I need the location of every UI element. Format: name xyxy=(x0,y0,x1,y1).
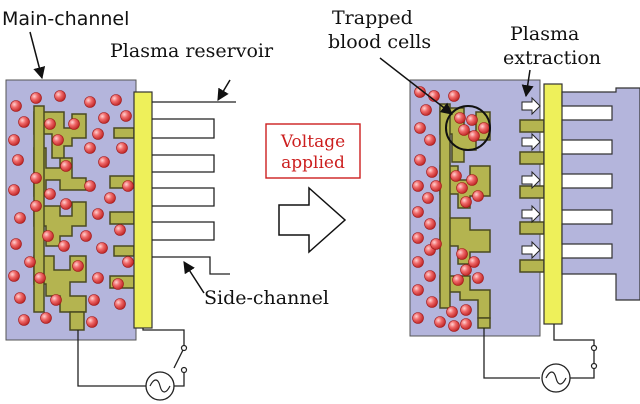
voltage-label-line1: Voltage xyxy=(280,132,345,152)
side-channel-label: Side-channel xyxy=(204,287,329,309)
electrode-bus-right xyxy=(543,83,563,325)
right-arrow-icon xyxy=(278,186,347,254)
plasma-flow-arrows xyxy=(521,96,541,260)
circuit-left xyxy=(77,328,185,387)
electrode-bus-left xyxy=(133,91,153,329)
trapped-label-line2: blood cells xyxy=(328,31,431,53)
main-channel-label: Main-channel xyxy=(2,8,129,30)
plasma-extraction-pointer xyxy=(521,69,534,98)
plasma-reservoir-right xyxy=(561,87,640,301)
electrode-right-teeth-applied xyxy=(519,119,545,273)
side-channel-pointer xyxy=(183,260,205,294)
blood-cells-left xyxy=(8,90,134,328)
left-panel: Main-channel Plasma reservoir Side-chann… xyxy=(2,8,329,401)
voltage-box xyxy=(265,123,361,179)
trapped-pointer xyxy=(379,57,453,115)
circuit-right xyxy=(483,324,595,379)
electrode-left-comb xyxy=(33,111,87,313)
ac-source-right-icon xyxy=(541,363,571,393)
switch-icon xyxy=(180,344,188,374)
trapped-cells-highlight xyxy=(445,105,491,151)
voltage-label-line2: applied xyxy=(281,153,345,173)
switch-closed-icon xyxy=(590,344,598,370)
plasma-extraction-line2: extraction xyxy=(503,47,601,69)
electrode-left-lead xyxy=(69,311,85,331)
plasma-reservoir-label: Plasma reservoir xyxy=(110,40,274,62)
ac-source-icon xyxy=(145,371,175,401)
blood-cells-right xyxy=(412,86,490,332)
voltage-indicator: Voltage applied xyxy=(265,123,361,179)
side-channels-left xyxy=(152,101,236,275)
plasma-reservoir-pointer xyxy=(217,79,231,102)
right-panel: Trapped blood cells Plasma extraction xyxy=(328,7,640,393)
trapped-label-line1: Trapped xyxy=(332,7,413,29)
main-channel-pointer xyxy=(29,31,46,80)
electrode-right-lead xyxy=(477,317,491,329)
plasma-extraction-line1: Plasma xyxy=(510,23,579,45)
electrode-right-spine xyxy=(439,103,451,309)
